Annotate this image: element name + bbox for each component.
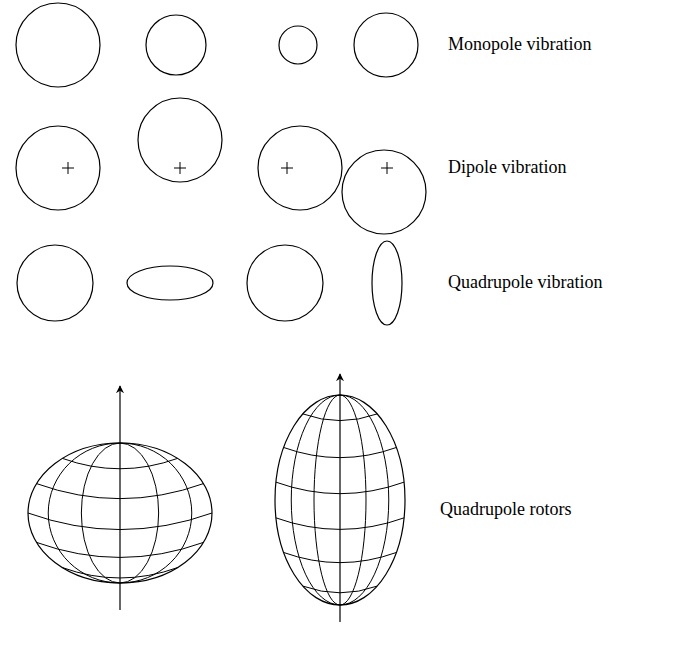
nucleus-ellipse [127,266,213,300]
row-label: Quadrupole vibration [448,273,602,293]
rotation-axis [119,386,120,610]
nucleus-circle [247,245,323,321]
nucleus-ellipse [372,241,402,325]
nucleus-circle [138,98,222,182]
nucleus-circle [17,245,93,321]
nucleus-circle [279,26,317,64]
nucleus-circle [16,3,100,87]
nucleus-circle [258,126,342,210]
center-cross [62,162,393,174]
row-label: Quadrupole rotors [440,500,571,520]
nucleus-circle [354,13,418,77]
nucleus-circle [16,126,100,210]
row-label: Monopole vibration [448,35,591,55]
nucleus-circle [146,15,206,75]
rotation-axis [339,374,340,622]
row-label: Dipole vibration [448,158,566,178]
nucleus-circle [342,150,426,234]
